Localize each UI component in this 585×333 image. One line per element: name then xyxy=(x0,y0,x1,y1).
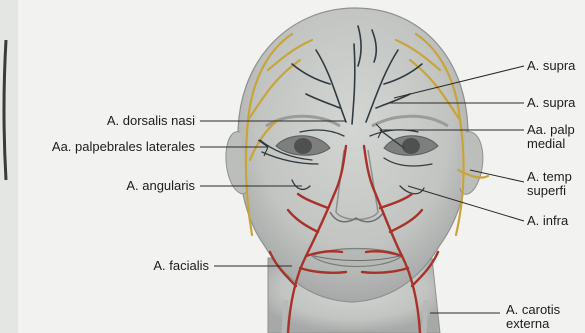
label-supra-2: A. supra xyxy=(527,96,575,110)
label-infra: A. infra xyxy=(527,214,568,228)
label-palpebrales-laterales: Aa. palpebrales laterales xyxy=(52,140,195,154)
iris-right xyxy=(402,138,420,154)
iris-left xyxy=(294,138,312,154)
label-carotis-2: externa xyxy=(506,317,549,331)
label-palp-2: medial xyxy=(527,137,565,151)
label-supra-1: A. supra xyxy=(527,59,575,73)
carotis-externa-left xyxy=(284,300,286,333)
label-angularis: A. angularis xyxy=(126,179,195,193)
label-carotis-1: A. carotis xyxy=(506,303,560,317)
label-temp-2: superfi xyxy=(527,184,566,198)
label-palp-1: Aa. palp xyxy=(527,123,575,137)
binding-shadow xyxy=(0,0,18,333)
label-temp-1: A. temp xyxy=(527,170,572,184)
carotis-externa-right xyxy=(424,300,426,333)
label-facialis: A. facialis xyxy=(153,259,209,273)
label-dorsalis-nasi: A. dorsalis nasi xyxy=(107,114,195,128)
